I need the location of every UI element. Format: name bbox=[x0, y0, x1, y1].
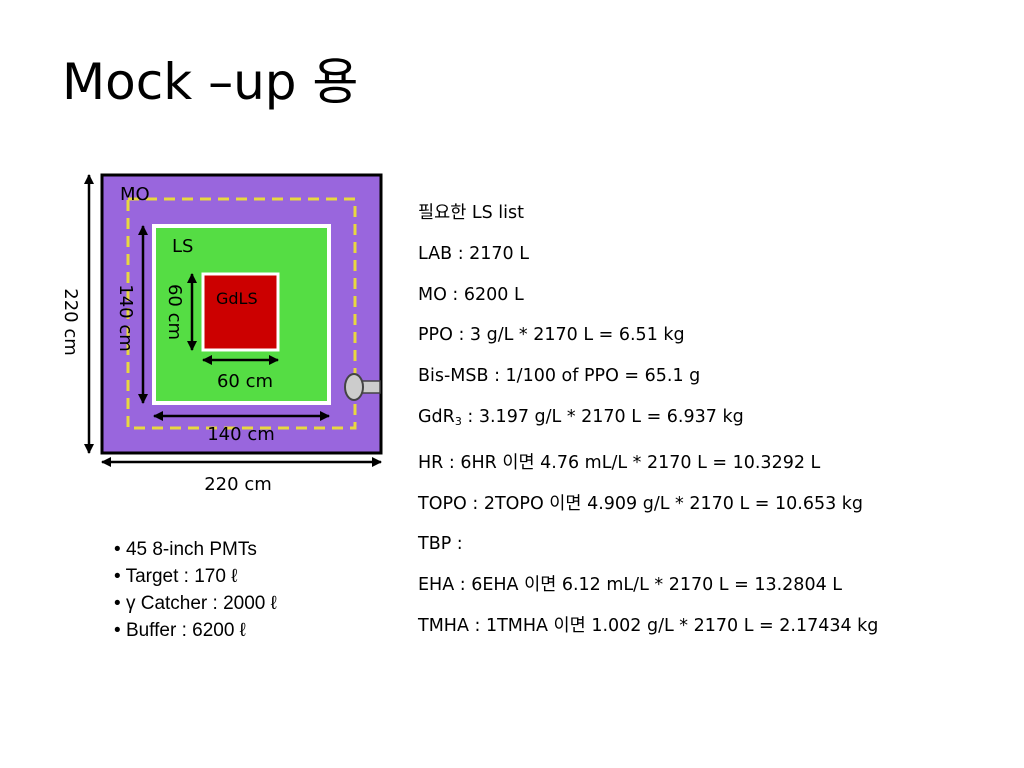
ls-item-tbp: TBP : bbox=[418, 534, 463, 555]
ls-label: LS bbox=[172, 236, 193, 257]
ls-item-bismsb: Bis-MSB : 1/100 of PPO = 65.1 g bbox=[418, 366, 701, 387]
outer-width-label: 220 cm bbox=[204, 474, 272, 495]
pmt-count-text: 45 8-inch PMTs bbox=[125, 539, 257, 560]
target-volume-text: Target : 170 ℓ bbox=[125, 566, 238, 587]
bullet: • bbox=[114, 566, 121, 587]
ls-item-mo: MO : 6200 L bbox=[418, 284, 524, 305]
gdls-region bbox=[201, 272, 280, 352]
buffer-volume-text: Buffer : 6200 ℓ bbox=[125, 620, 246, 641]
ls-height-label: 140 cm bbox=[115, 284, 136, 352]
gdls-width-label: 60 cm bbox=[217, 371, 273, 392]
pmt-info-list: • 45 8-inch PMTs • Target : 170 ℓ • γ Ca… bbox=[114, 536, 277, 644]
gdr-suffix: : 3.197 g/L * 2170 L = 6.937 kg bbox=[461, 406, 744, 427]
list-item: • γ Catcher : 2000 ℓ bbox=[114, 590, 277, 617]
ls-item-hr: HR : 6HR 이면 4.76 mL/L * 2170 L = 10.3292… bbox=[418, 452, 821, 473]
ls-requirements-list: 필요한 LS list LAB : 2170 L MO : 6200 L PPO… bbox=[418, 193, 878, 647]
list-item: • Buffer : 6200 ℓ bbox=[114, 617, 277, 644]
mo-label: MO bbox=[120, 184, 150, 205]
gdls-label: GdLS bbox=[216, 289, 258, 308]
ls-item-gdr: GdR3 : 3.197 g/L * 2170 L = 6.937 kg bbox=[418, 397, 878, 443]
list-item: • 45 8-inch PMTs bbox=[114, 536, 277, 563]
ls-item-lab: LAB : 2170 L bbox=[418, 243, 529, 264]
ls-item-tmha: TMHA : 1TMHA 이면 1.002 g/L * 2170 L = 2.1… bbox=[418, 615, 879, 636]
bullet: • bbox=[114, 539, 121, 560]
bullet: • bbox=[114, 593, 121, 614]
bullet: • bbox=[114, 620, 121, 641]
list-item: • Target : 170 ℓ bbox=[114, 563, 277, 590]
ls-width-label: 140 cm bbox=[207, 424, 275, 445]
pmt-port-head bbox=[344, 373, 364, 401]
detector-diagram: MO LS GdLS 220 cm 220 cm 140 cm 140 cm 6… bbox=[60, 173, 383, 495]
gamma-catcher-volume-text: γ Catcher : 2000 ℓ bbox=[125, 593, 277, 614]
gdls-height-label: 60 cm bbox=[164, 284, 185, 340]
ls-list-heading: 필요한 LS list bbox=[418, 203, 524, 223]
ls-item-ppo: PPO : 3 g/L * 2170 L = 6.51 kg bbox=[418, 325, 685, 346]
gdr-prefix: GdR bbox=[418, 406, 455, 427]
dashed-boundary bbox=[126, 197, 357, 430]
ls-item-eha: EHA : 6EHA 이면 6.12 mL/L * 2170 L = 13.28… bbox=[418, 575, 843, 596]
slide-title: Mock –up 용 bbox=[62, 53, 359, 111]
ls-item-topo: TOPO : 2TOPO 이면 4.909 g/L * 2170 L = 10.… bbox=[418, 493, 864, 514]
outer-height-label: 220 cm bbox=[60, 288, 81, 356]
gdr-subscript: 3 bbox=[454, 414, 462, 428]
